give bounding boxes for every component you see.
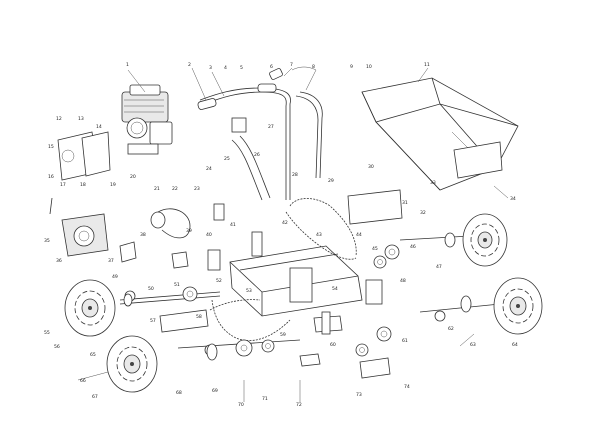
callout-38: 38 — [140, 232, 146, 238]
callout-19: 19 — [110, 182, 116, 188]
callout-27: 27 — [268, 124, 274, 130]
callout-45: 45 — [372, 246, 378, 252]
callout-28: 28 — [292, 172, 298, 178]
callout-61: 61 — [402, 338, 408, 344]
callout-12: 12 — [56, 116, 62, 122]
callout-74: 74 — [404, 384, 410, 390]
callout-44: 44 — [356, 232, 362, 238]
callout-21: 21 — [154, 186, 160, 192]
callout-42: 42 — [282, 220, 288, 226]
callout-23: 23 — [194, 186, 200, 192]
callout-11: 11 — [424, 62, 430, 68]
callout-40: 40 — [206, 232, 212, 238]
callout-51: 51 — [174, 282, 180, 288]
callout-24: 24 — [206, 166, 212, 172]
drive-shafts — [119, 235, 501, 349]
callout-57: 57 — [150, 318, 156, 324]
callout-17: 17 — [60, 182, 66, 188]
callout-33: 33 — [430, 180, 436, 186]
callout-25: 25 — [224, 156, 230, 162]
hubs — [123, 232, 472, 361]
callout-73: 73 — [356, 392, 362, 398]
callout-3: 3 — [209, 65, 212, 71]
callout-43: 43 — [316, 232, 322, 238]
callout-72: 72 — [296, 402, 302, 408]
callout-35: 35 — [44, 238, 50, 244]
callout-39: 39 — [186, 228, 192, 234]
callout-15: 15 — [48, 144, 54, 150]
cover-plate — [57, 131, 111, 181]
wheel-rear-right — [493, 277, 543, 335]
side-plate — [347, 189, 403, 225]
gearbox — [49, 197, 225, 257]
callout-34: 34 — [510, 196, 516, 202]
callout-6: 6 — [270, 64, 273, 70]
sprockets — [124, 244, 446, 357]
callout-4: 4 — [224, 65, 227, 71]
callout-63: 63 — [470, 342, 476, 348]
callout-18: 18 — [80, 182, 86, 188]
callout-31: 31 — [402, 200, 408, 206]
handlebar-frame — [197, 66, 323, 201]
brackets — [119, 231, 391, 379]
wheel-rear-left — [106, 335, 158, 393]
engine — [121, 84, 173, 155]
callout-20: 20 — [130, 174, 136, 180]
callout-68: 68 — [176, 390, 182, 396]
callout-7: 7 — [290, 62, 293, 68]
callout-49: 49 — [112, 274, 118, 280]
callout-60: 60 — [330, 342, 336, 348]
callout-22: 22 — [172, 186, 178, 192]
callout-46: 46 — [410, 244, 416, 250]
callout-47: 47 — [436, 264, 442, 270]
callout-36: 36 — [56, 258, 62, 264]
callout-62: 62 — [448, 326, 454, 332]
callout-29: 29 — [328, 178, 334, 184]
callout-37: 37 — [108, 258, 114, 264]
wheel-front-right — [462, 213, 508, 267]
leader-lines — [77, 67, 509, 402]
wheel-front-left — [64, 279, 116, 337]
callout-13: 13 — [78, 116, 84, 122]
callout-9: 9 — [350, 64, 353, 70]
drive-chains — [209, 198, 357, 341]
callout-69: 69 — [212, 388, 218, 394]
callout-55: 55 — [44, 330, 50, 336]
callout-41: 41 — [230, 222, 236, 228]
callout-48: 48 — [400, 278, 406, 284]
callout-59: 59 — [280, 332, 286, 338]
callout-16: 16 — [48, 174, 54, 180]
callout-54: 54 — [332, 286, 338, 292]
callout-56: 56 — [54, 344, 60, 350]
callout-53: 53 — [246, 288, 252, 294]
callout-65: 65 — [90, 352, 96, 358]
callout-67: 67 — [92, 394, 98, 400]
chassis-frame — [229, 245, 363, 317]
callout-58: 58 — [196, 314, 202, 320]
callout-1: 1 — [126, 62, 129, 68]
callout-5: 5 — [240, 65, 243, 71]
callout-26: 26 — [254, 152, 260, 158]
callout-14: 14 — [96, 124, 102, 130]
callout-30: 30 — [368, 164, 374, 170]
callout-32: 32 — [420, 210, 426, 216]
callout-8: 8 — [312, 64, 315, 70]
callout-66: 66 — [80, 378, 86, 384]
callout-52: 52 — [216, 278, 222, 284]
callout-70: 70 — [238, 402, 244, 408]
callout-2: 2 — [188, 62, 191, 68]
callout-64: 64 — [512, 342, 518, 348]
callout-50: 50 — [148, 286, 154, 292]
callout-71: 71 — [262, 396, 268, 402]
callout-10: 10 — [366, 64, 372, 70]
dump-bucket — [361, 77, 519, 191]
